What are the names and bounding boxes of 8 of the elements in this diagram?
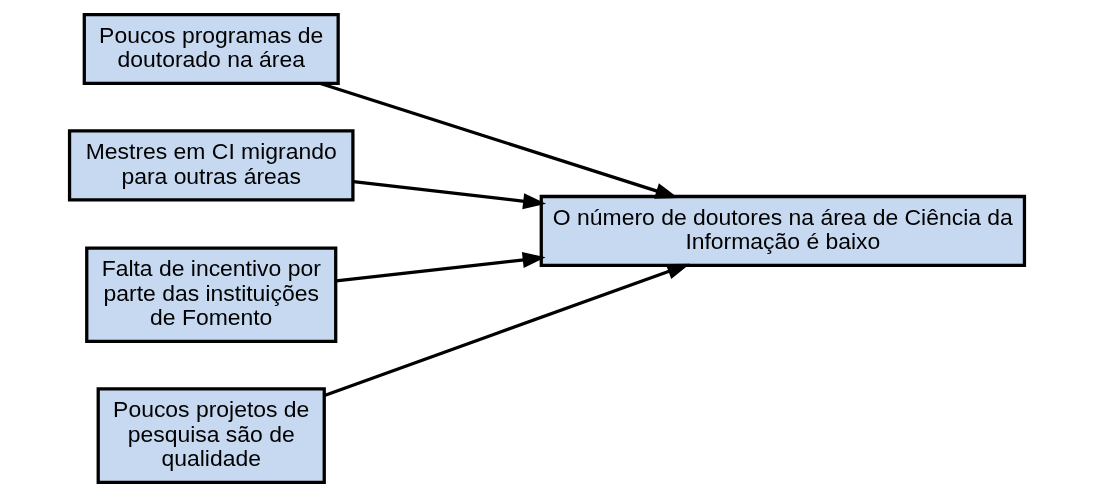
arrow [336,251,546,283]
node-box: Poucos projetos de pesquisa são de qualidade [96,387,326,484]
node-box: O número de doutores na área de Ciência da Informação é baixo [539,194,1027,267]
node-box: Falta de incentivo por parte das instituições de Fomento [85,246,338,344]
node-box: Poucos programas de doutorado na área [82,13,340,86]
arrow [353,179,547,210]
node-box: Mestres em CI migrando para outras áreas [67,129,355,202]
arrow [323,263,691,397]
